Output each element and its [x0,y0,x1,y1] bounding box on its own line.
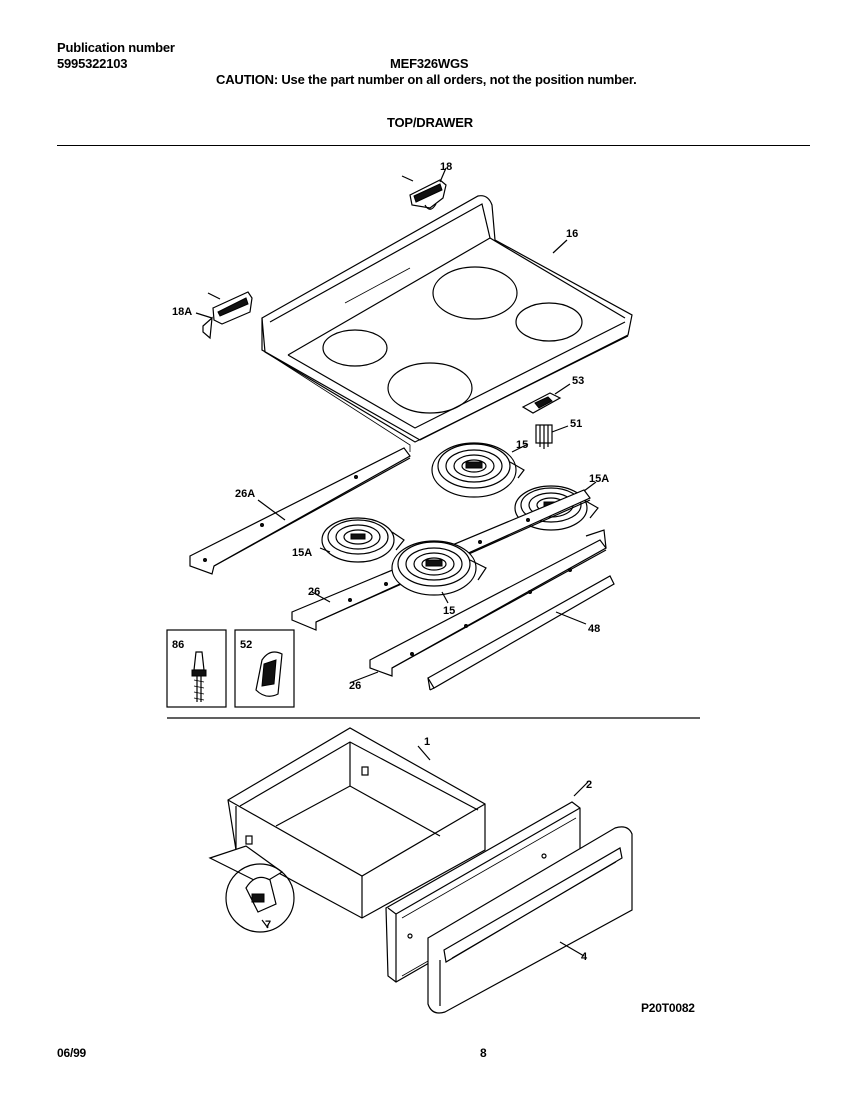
element-support-26a [189,447,411,575]
callout-18: 18 [440,161,452,173]
drawer-slide-7 [208,845,295,933]
inset-box-52 [234,629,295,708]
callout-48: 48 [588,623,600,635]
surface-element-15a-left [319,517,405,563]
surface-element-15-bottom [391,540,487,604]
model-number: MEF326WGS [390,56,469,71]
cooktop-16 [261,195,633,452]
surface-element-15-top [431,442,529,498]
header-divider [57,145,810,146]
callout-15-bottom: 15 [443,605,455,617]
drawing-code: P20T0082 [641,1001,695,1015]
element-support-26-lower [351,529,607,683]
callout-26-lower: 26 [349,680,361,692]
part-53 [521,383,571,414]
bracket-18 [401,167,447,210]
part-51 [535,424,569,449]
callout-51: 51 [570,418,582,430]
publication-label: Publication number [57,40,175,55]
drawer-front-4 [427,826,633,1014]
callout-26-upper: 26 [308,586,320,598]
callout-52: 52 [240,639,252,651]
drawer-1 [227,727,486,919]
callout-15-top: 15 [516,439,528,451]
section-title: TOP/DRAWER [387,115,473,130]
callout-2: 2 [586,779,592,791]
callout-7: 7 [265,919,271,931]
callout-53: 53 [572,375,584,387]
inset-box-86 [166,629,227,708]
callout-26a: 26A [235,488,255,500]
callout-15a-left: 15A [292,547,312,559]
callout-86: 86 [172,639,184,651]
callout-1: 1 [424,736,430,748]
page-number: 8 [480,1046,487,1060]
callout-4: 4 [581,951,588,963]
publication-number: 5995322103 [57,56,128,71]
trim-48 [427,575,615,691]
callout-15a-right: 15A [589,473,609,485]
bracket-18a [195,291,253,340]
footer-date: 06/99 [57,1046,87,1060]
callout-16: 16 [566,228,578,240]
caution-note: CAUTION: Use the part number on all orde… [216,72,637,87]
callout-18a: 18A [172,306,192,318]
